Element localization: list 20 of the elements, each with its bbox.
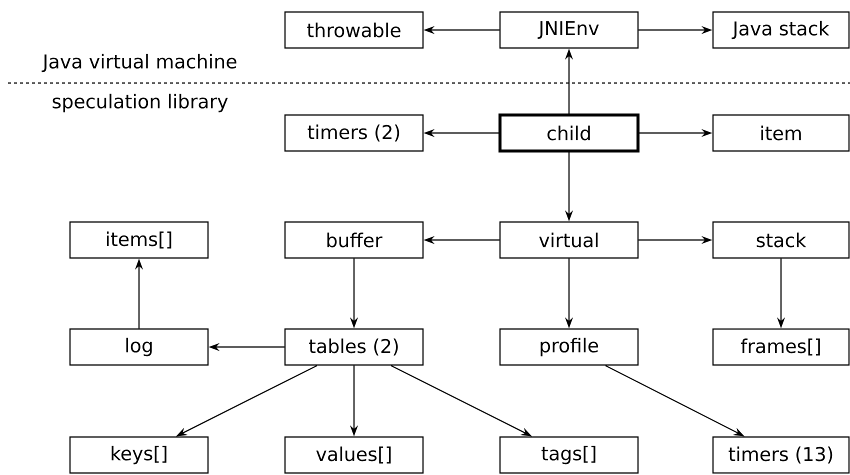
box: tags[] <box>499 436 639 474</box>
box: throwable <box>284 11 424 49</box>
region-label: speculation library <box>52 94 228 112</box>
box: values[] <box>284 436 424 474</box>
box: timers (2) <box>284 114 424 152</box>
box: items[] <box>69 221 209 259</box>
box: profile <box>499 328 639 366</box>
box: Java stack <box>712 11 850 49</box>
box: JNIEnv <box>499 11 639 49</box>
box: log <box>69 328 209 366</box>
box: tables (2) <box>284 328 424 366</box>
box: item <box>712 114 850 152</box>
box: virtual <box>499 221 639 259</box>
box: timers (13) <box>712 436 850 474</box>
region-label: Java virtual machine <box>42 54 236 72</box>
box: frames[] <box>712 328 850 366</box>
box: stack <box>712 221 850 259</box>
box: keys[] <box>69 436 209 474</box>
box: child <box>498 114 640 152</box>
box: buffer <box>284 221 424 259</box>
